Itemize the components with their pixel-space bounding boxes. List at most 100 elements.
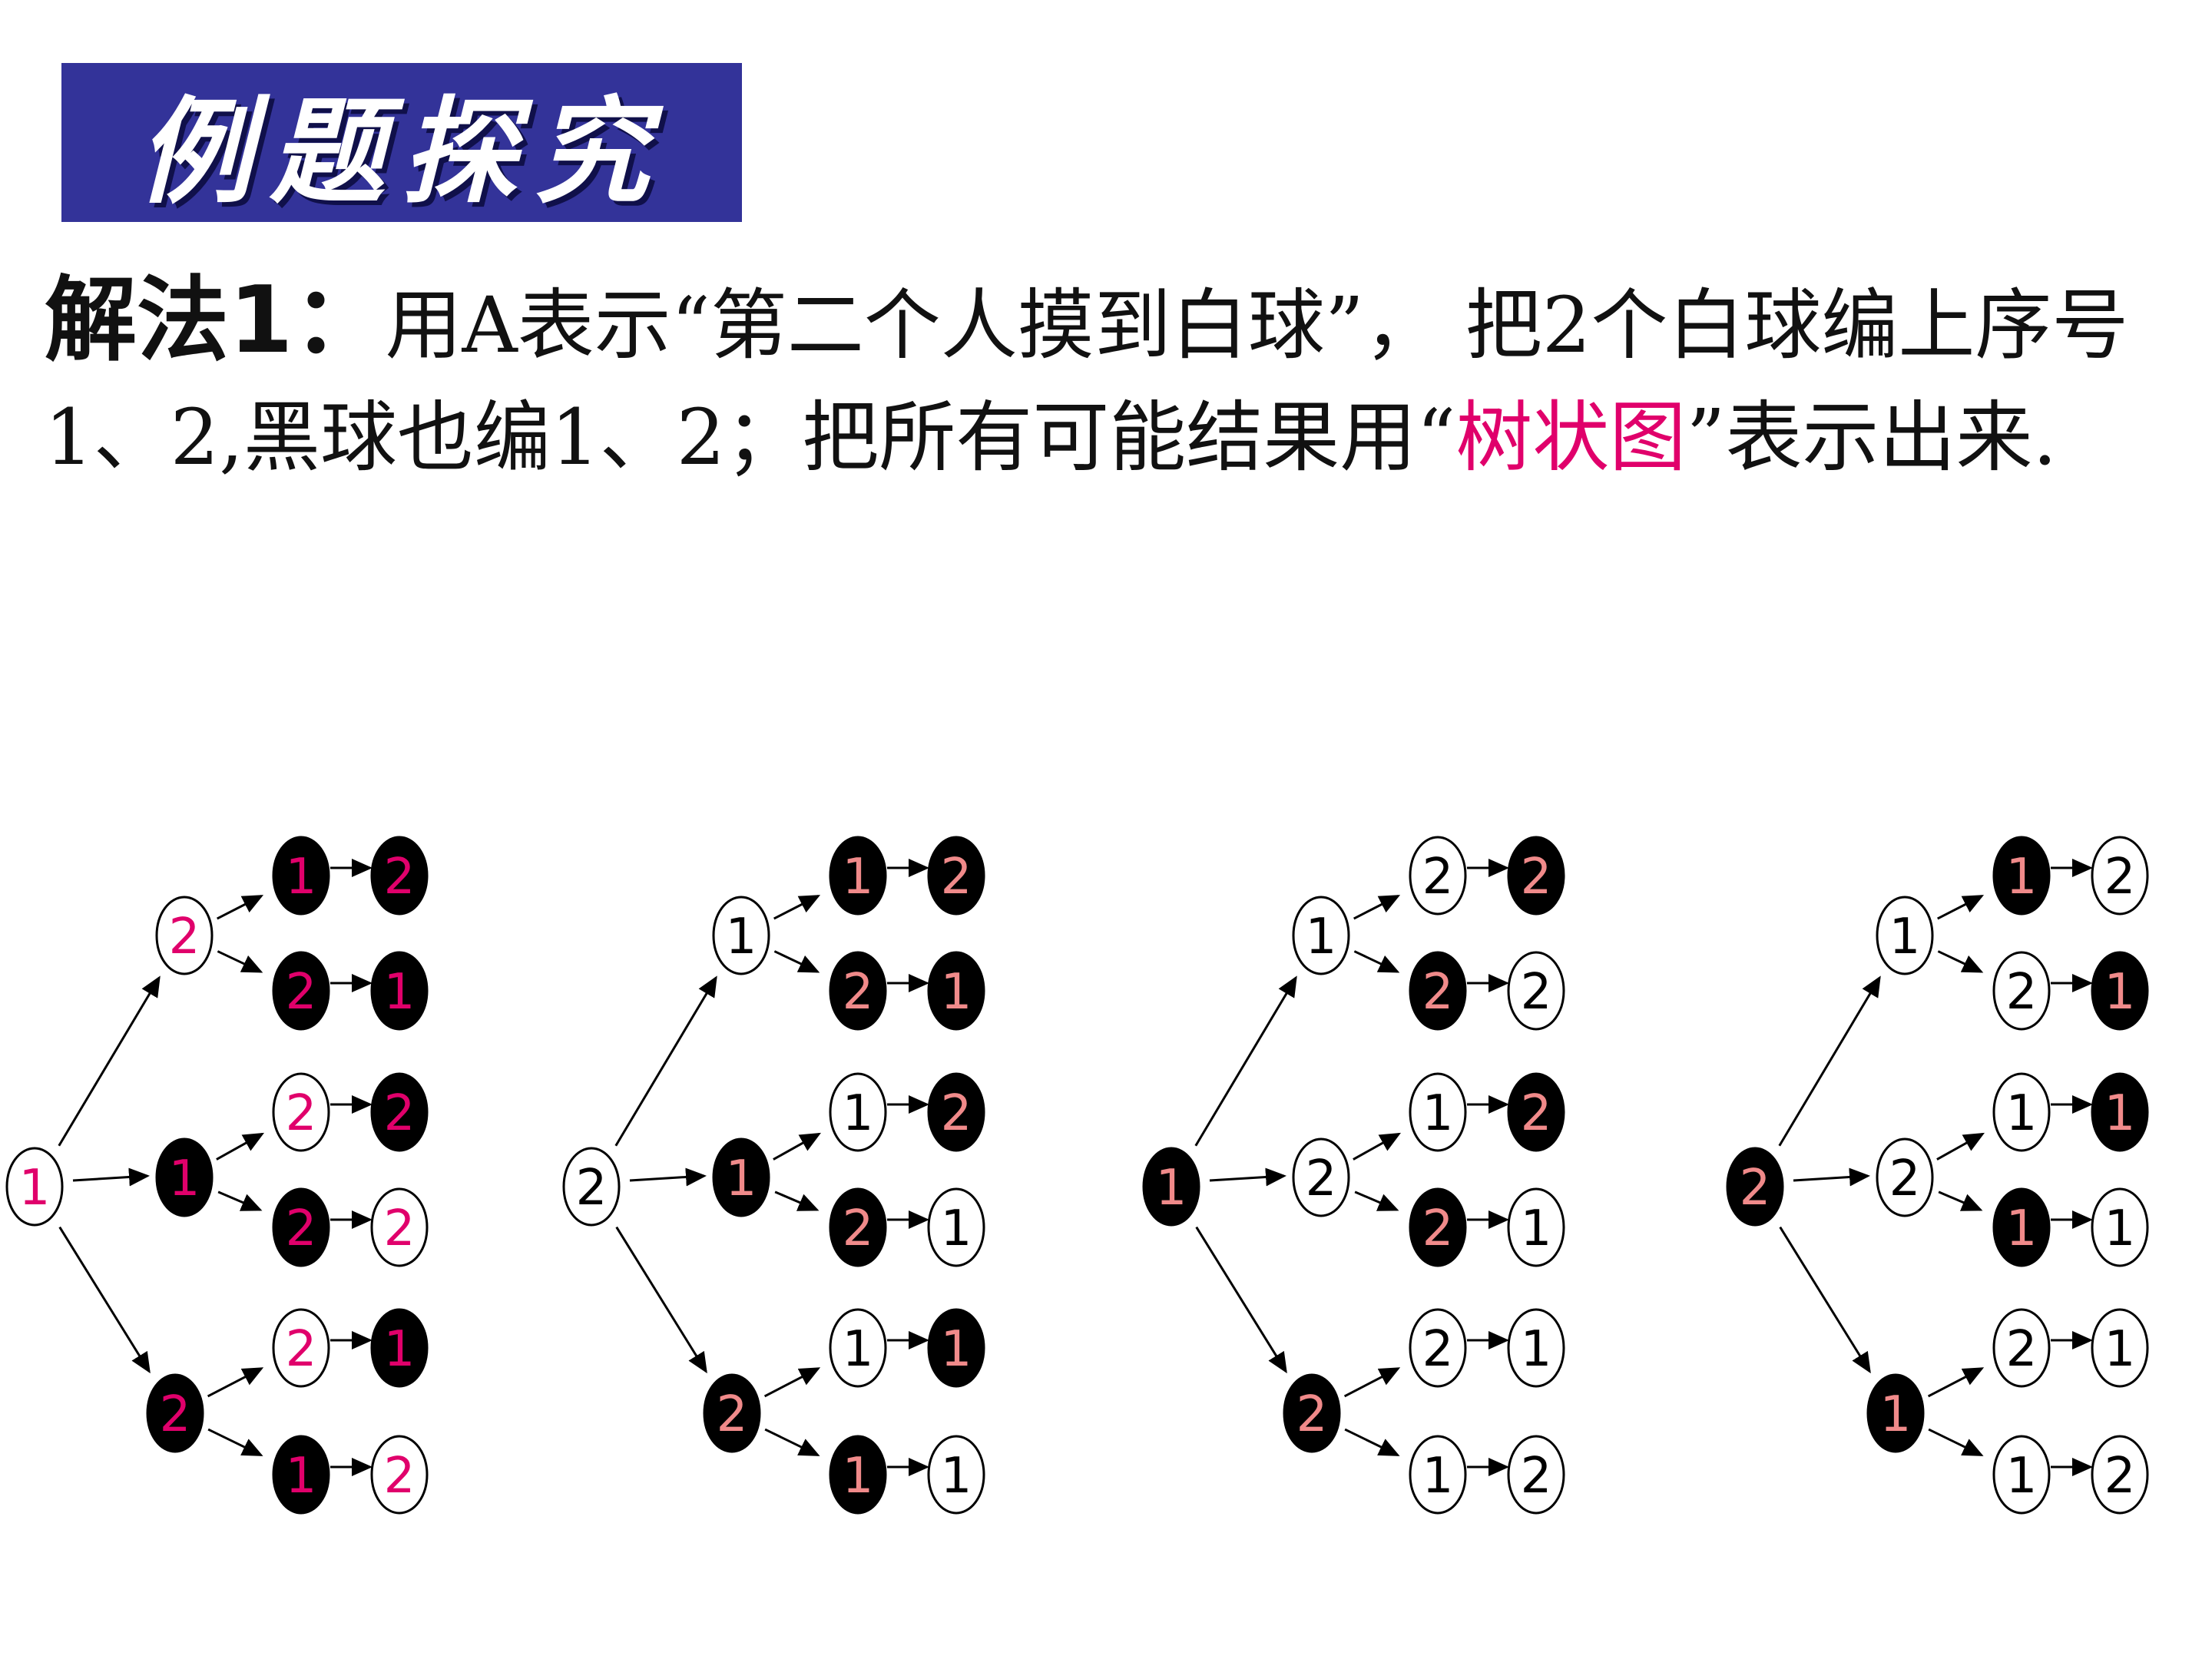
ball-number: 1 <box>2006 1085 2038 1142</box>
black-ball <box>1992 836 2051 916</box>
tree-3-third-ball: 1 <box>1409 1072 1467 1152</box>
tree-arrow <box>1353 950 1400 973</box>
black-ball <box>155 1137 214 1217</box>
ball-number: 2 <box>1521 1448 1552 1505</box>
ball-number: 1 <box>1422 1448 1454 1505</box>
black-ball <box>1507 836 1565 916</box>
tree-3-second-ball: 2 <box>1283 1373 1341 1453</box>
ball-number: 1 <box>286 1448 317 1505</box>
ball-number: 2 <box>160 1386 191 1443</box>
black-ball <box>272 951 330 1031</box>
tree-2-fourth-ball: 1 <box>927 951 985 1031</box>
white-ball <box>1409 1435 1467 1515</box>
ball-number: 1 <box>1306 909 1337 965</box>
ball-number: 2 <box>1521 1085 1552 1142</box>
ball-number: 1 <box>726 909 757 965</box>
tree-2-root-ball: 2 <box>562 1147 621 1227</box>
tree-1-second-ball: 2 <box>146 1373 204 1453</box>
white-ball <box>829 1308 887 1388</box>
tree-3-fourth-ball: 2 <box>1507 951 1565 1031</box>
black-ball <box>1507 1072 1565 1152</box>
ball-number: 2 <box>843 964 874 1021</box>
tree-3-third-ball: 1 <box>1409 1435 1467 1515</box>
tree-arrow <box>1937 895 1985 920</box>
white-ball <box>562 1147 621 1227</box>
tree-arrow <box>1779 1226 1871 1374</box>
tree-3-third-ball: 2 <box>1409 1308 1467 1388</box>
white-ball <box>1292 1137 1350 1217</box>
ball-number: 1 <box>1521 1200 1552 1257</box>
black-ball <box>927 951 985 1031</box>
ball-number: 1 <box>2104 1321 2136 1378</box>
tree-arrow <box>763 1367 821 1398</box>
tree-arrow <box>614 975 717 1147</box>
ball-number: 1 <box>1880 1386 1912 1443</box>
white-ball <box>155 896 214 975</box>
solution-text-part-1: 用A表示“第二个人摸到白球”， 把2个白球编上序号1、2,黑球也编1、2；把所有… <box>45 280 2129 482</box>
tree-arrow <box>764 1428 820 1456</box>
tree-4-fourth-ball: 1 <box>2091 1072 2149 1152</box>
white-ball <box>2091 1435 2149 1515</box>
ball-number: 2 <box>717 1386 748 1443</box>
black-ball <box>272 1435 330 1515</box>
ball-number: 2 <box>843 1200 874 1257</box>
black-ball <box>1409 1187 1467 1267</box>
tree-arrow <box>773 950 820 973</box>
ball-number: 1 <box>726 1151 757 1207</box>
ball-number: 2 <box>286 1321 317 1378</box>
tree-1-second-ball: 1 <box>155 1137 214 1217</box>
tree-4-third-ball: 1 <box>1992 1187 2051 1267</box>
tree-1-root-ball: 1 <box>5 1147 64 1227</box>
solution-colon: ： <box>293 267 386 374</box>
solution-label: 解法1 <box>45 267 293 374</box>
ball-number: 1 <box>2006 1448 2038 1505</box>
tree-diagram-term: 树状图 <box>1455 392 1687 482</box>
page-title: 例题探究 <box>137 84 666 220</box>
tree-1-second-ball: 2 <box>155 896 214 975</box>
ball-number: 1 <box>843 1321 874 1378</box>
white-ball <box>1992 951 2051 1031</box>
white-ball <box>829 1072 887 1152</box>
tree-2-second-ball: 1 <box>712 896 770 975</box>
tree-1-third-ball: 2 <box>272 1308 330 1388</box>
ball-number: 2 <box>384 1448 416 1505</box>
white-ball <box>1992 1072 2051 1152</box>
white-ball <box>1409 836 1467 916</box>
tree-4-fourth-ball: 2 <box>2091 1435 2149 1515</box>
tree-4-fourth-ball: 1 <box>2091 951 2149 1031</box>
tree-arrow <box>774 1190 820 1211</box>
white-ball <box>1507 1187 1565 1267</box>
tree-arrow <box>217 895 264 920</box>
black-ball <box>829 836 887 916</box>
tree-arrow <box>72 1167 150 1187</box>
white-ball <box>272 1072 330 1152</box>
tree-arrow <box>773 1132 821 1161</box>
tree-arrow <box>1209 1167 1286 1187</box>
ball-number: 1 <box>384 964 416 1021</box>
ball-number: 2 <box>1422 849 1454 906</box>
black-ball <box>1866 1373 1925 1453</box>
tree-4-third-ball: 2 <box>1992 951 2051 1031</box>
tree-2-third-ball: 1 <box>829 1435 887 1515</box>
tree-2-fourth-ball: 2 <box>927 1072 985 1152</box>
white-ball <box>1507 1308 1565 1388</box>
ball-number: 1 <box>1422 1085 1454 1142</box>
tree-arrow <box>58 975 161 1147</box>
ball-number: 1 <box>941 964 972 1021</box>
ball-number: 2 <box>2104 849 2136 906</box>
white-ball <box>1507 951 1565 1031</box>
tree-arrow <box>1928 1428 1984 1456</box>
white-ball <box>1507 1435 1565 1515</box>
ball-number: 2 <box>2104 1448 2136 1505</box>
white-ball <box>1992 1308 2051 1388</box>
black-ball <box>703 1373 761 1453</box>
ball-number: 2 <box>1422 1200 1454 1257</box>
tree-arrow <box>217 1190 263 1211</box>
tree-2-third-ball: 1 <box>829 1072 887 1152</box>
white-ball <box>1876 896 1934 975</box>
tree-1-third-ball: 1 <box>272 1435 330 1515</box>
tree-arrow <box>1353 895 1401 920</box>
ball-number: 2 <box>1422 1321 1454 1378</box>
tree-2-fourth-ball: 1 <box>927 1187 985 1267</box>
black-ball <box>370 1072 429 1152</box>
